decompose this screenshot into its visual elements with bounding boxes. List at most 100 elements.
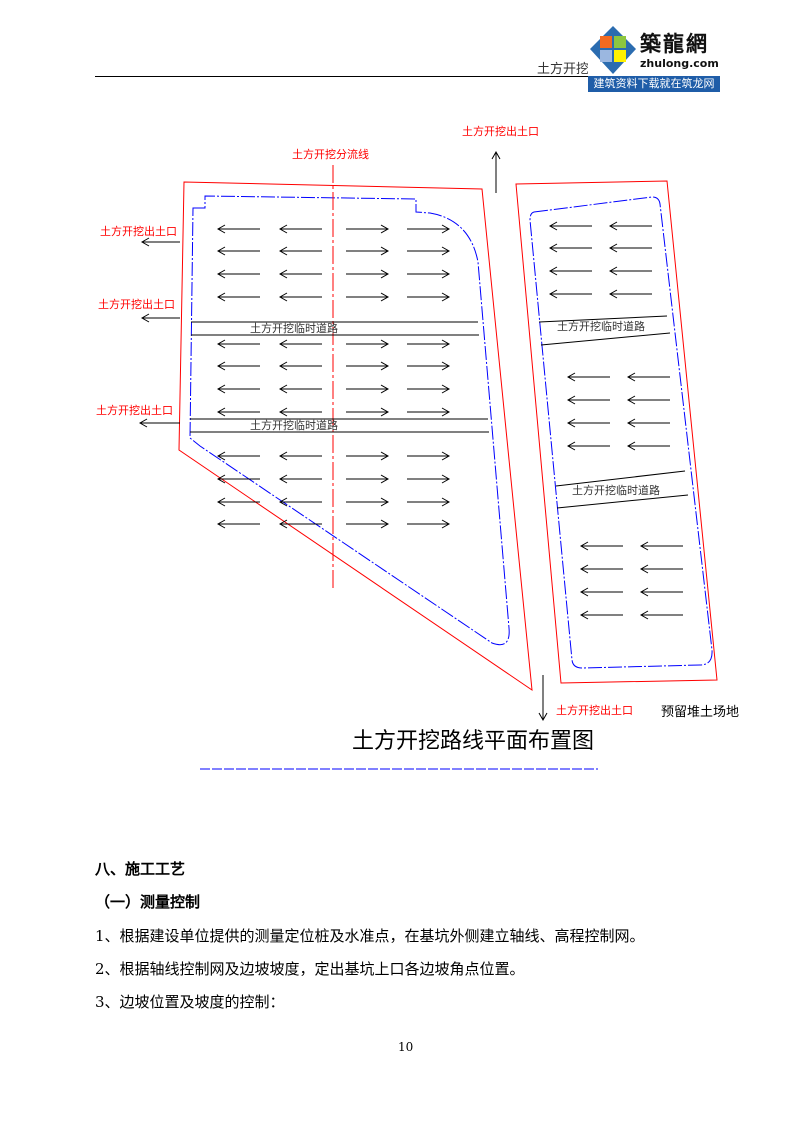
excavation-arrow-right [407,474,451,484]
excavation-arrow-right [346,519,390,529]
exit-label-bottom: 土方开挖出土口 [556,703,633,717]
exit-arrow-bottom [538,675,548,722]
temp-road-label-3: 土方开挖临时道路 [557,319,645,333]
temp-roads [190,315,689,770]
excavation-arrow-right [407,361,451,371]
excavation-arrow-left [278,451,322,461]
excavation-arrow-left [608,266,652,276]
excavation-arrow-right [407,224,451,234]
excavation-arrow-left [626,395,670,405]
logo-slogan: 建筑资料下载就在筑龙网 [588,76,720,92]
excavation-arrow-right [407,246,451,256]
stockpile-label: 预留堆土场地 [661,705,739,720]
page-number: 10 [398,1040,414,1054]
paragraph-2: 2、根据轴线控制网及边坡坡度，定出基坑上口各边坡角点位置。 [95,960,525,978]
excavation-arrow-right [346,361,390,371]
excavation-arrow-right [346,407,390,417]
excavation-arrow-left [216,451,260,461]
section-heading: 八、施工工艺 [95,860,186,878]
excavation-arrow-right [407,519,451,529]
excavation-arrow-right [407,384,451,394]
excavation-arrow-left [216,246,260,256]
header-rule [95,76,595,77]
left-boundary-red [178,181,533,692]
exit-arrow-left [140,313,180,323]
logo-name: 築龍網 [640,31,709,56]
excavation-arrow-left [639,587,683,597]
excavation-arrow-left [626,441,670,451]
paragraph-3: 3、边坡位置及坡度的控制： [95,993,285,1011]
excavation-arrow-right [407,497,451,507]
excavation-arrow-right [407,451,451,461]
left-pit-edge-blue [189,195,510,646]
exit-label-top: 土方开挖出土口 [462,124,539,138]
excavation-arrow-left [216,407,260,417]
excavation-arrow-left [579,610,623,620]
excavation-arrow-left [278,224,322,234]
exit-label-left-2: 土方开挖出土口 [98,297,175,311]
excavation-arrow-right [346,497,390,507]
excavation-arrow-left [548,266,592,276]
excavation-arrow-left [566,372,610,382]
excavation-route-diagram: 土方开挖分流线 土方开挖出土口 土方开挖出土口 土方开挖出土口 土方开挖出土口 … [96,124,739,770]
excavation-arrow-right [346,451,390,461]
exit-arrow-top [491,150,501,193]
excavation-arrow-left [548,243,592,253]
excavation-arrow-right [346,246,390,256]
temp-road-label-1: 土方开挖临时道路 [250,321,338,335]
excavation-arrow-left [216,519,260,529]
logo-mark-icon [590,26,636,74]
excavation-arrow-left [278,339,322,349]
excavation-arrow-left [278,474,322,484]
excavation-arrow-right [407,269,451,279]
logo-domain: zhulong.com [640,57,719,70]
excavation-arrow-right [346,292,390,302]
excavation-arrow-left [566,441,610,451]
excavation-arrow-left [278,361,322,371]
excavation-arrow-left [278,519,322,529]
excavation-arrow-left [548,221,592,231]
diagram-title: 土方开挖路线平面布置图 [352,729,594,754]
temp-road-label-4: 土方开挖临时道路 [572,483,660,497]
excavation-arrow-left [278,407,322,417]
exit-arrow-left [140,237,180,247]
excavation-arrow-left [579,564,623,574]
excavation-arrow-left [216,474,260,484]
excavation-arrow-left [216,292,260,302]
excavation-arrow-left [278,246,322,256]
excavation-arrow-right [346,339,390,349]
section-subheading: （一）测量控制 [95,893,201,911]
excavation-arrow-right [346,384,390,394]
excavation-arrow-left [608,243,652,253]
excavation-arrow-right [407,407,451,417]
excavation-arrow-left [216,497,260,507]
excavation-arrow-right [407,292,451,302]
exit-arrow-left [138,418,180,428]
temp-road-label-2: 土方开挖临时道路 [250,418,338,432]
excavation-arrow-left [608,221,652,231]
excavation-arrow-left [216,269,260,279]
excavation-arrow-left [278,497,322,507]
exit-label-left-1: 土方开挖出土口 [100,224,177,238]
excavation-arrow-left [639,564,683,574]
excavation-arrow-left [278,384,322,394]
excavation-arrow-left [216,339,260,349]
excavation-arrow-left [216,224,260,234]
excavation-arrow-left [548,289,592,299]
excavation-arrow-left [579,541,623,551]
paragraph-1: 1、根据建设单位提供的测量定位桩及水准点，在基坑外侧建立轴线、高程控制网。 [95,927,645,945]
excavation-arrow-left [566,418,610,428]
running-title: 土方开挖 [537,62,590,77]
excavation-arrow-left [626,418,670,428]
excavation-arrow-left [216,384,260,394]
excavation-arrow-left [278,269,322,279]
excavation-arrow-left [566,395,610,405]
excavation-arrow-left [639,610,683,620]
split-line-label: 土方开挖分流线 [292,147,369,161]
excavation-arrow-right [346,224,390,234]
excavation-arrow-right [346,269,390,279]
right-pit-edge-blue [529,196,713,669]
right-boundary-red [515,180,718,684]
excavation-arrow-left [639,541,683,551]
